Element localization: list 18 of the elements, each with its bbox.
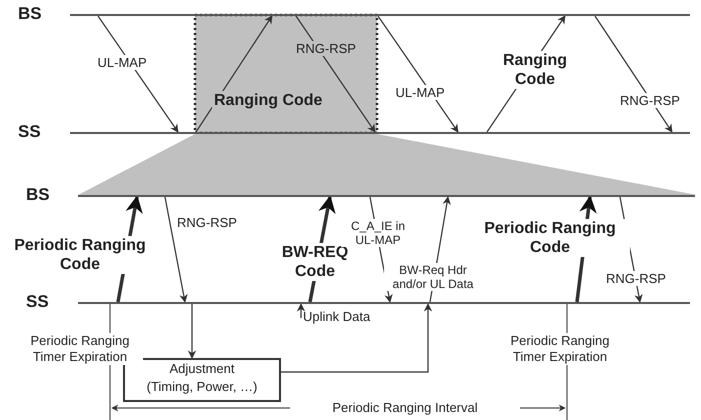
arrow — [188, 304, 196, 359]
arrow — [296, 303, 306, 318]
lifeline-label: SS — [18, 123, 41, 140]
edge-label: Ranging Code — [212, 90, 324, 110]
lifeline-label: BS — [18, 5, 42, 22]
lifeline-label: SS — [26, 293, 49, 310]
edge-label: UL-MAP — [394, 84, 447, 100]
node-label: Uplink Data — [303, 309, 393, 325]
arrow — [281, 303, 432, 373]
edge-label: RNG-RSP — [604, 270, 668, 286]
edge-label: RNG-RSP — [294, 40, 358, 56]
box-text: (Timing, Power, …) — [146, 378, 258, 396]
arrow — [164, 196, 188, 303]
box-text: Adjustment — [168, 360, 236, 378]
edge-label: RNG-RSP — [618, 92, 682, 108]
edge-label: RNG-RSP — [175, 214, 239, 230]
edge-label: UL-MAP — [96, 54, 149, 70]
lifeline-label: BS — [26, 186, 50, 203]
